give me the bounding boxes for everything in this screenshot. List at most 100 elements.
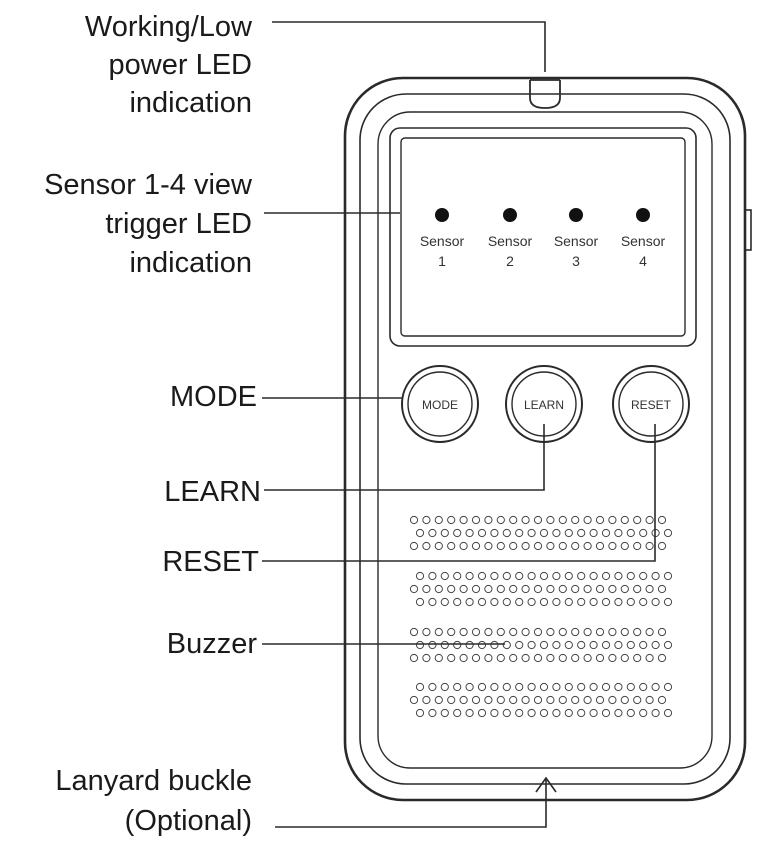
buzzer-hole — [589, 640, 598, 650]
buzzer-hole — [608, 653, 617, 663]
learn-button-label: LEARN — [524, 398, 564, 412]
buzzer-hole — [633, 653, 642, 663]
buzzer-hole — [496, 584, 505, 594]
buzzer-hole — [471, 627, 481, 637]
buzzer-hole — [577, 708, 586, 718]
callout-lanyard-line1: Lanyard buckle — [55, 765, 252, 797]
leader-lanyard — [275, 778, 547, 828]
buzzer-hole — [409, 627, 419, 637]
buzzer-hole — [484, 695, 493, 705]
buzzer-hole — [657, 515, 667, 525]
buzzer-hole — [440, 708, 449, 718]
device-body — [343, 76, 752, 802]
buzzer-hole — [639, 682, 648, 692]
buzzer-hole — [471, 515, 481, 525]
buzzer-hole — [465, 571, 474, 581]
buzzer-hole — [552, 708, 561, 718]
buzzer-hole — [539, 640, 549, 650]
buzzer-hole — [558, 515, 567, 525]
buzzer-hole — [552, 682, 561, 692]
reset-button[interactable]: RESET — [612, 365, 690, 443]
buzzer-hole — [447, 584, 456, 594]
buzzer-hole — [453, 640, 462, 650]
callout-working-led-line3: indication — [129, 87, 252, 119]
buzzer-hole — [645, 653, 654, 663]
buzzer-hole — [657, 584, 667, 594]
buzzer-hole — [453, 708, 462, 718]
buzzer-hole — [459, 584, 468, 594]
buzzer-hole — [620, 653, 629, 663]
buzzer-hole — [477, 640, 487, 650]
buzzer-hole — [521, 584, 530, 594]
buzzer-hole — [558, 584, 567, 594]
buzzer-hole — [471, 541, 481, 551]
buzzer-hole — [663, 708, 673, 718]
buzzer-hole — [527, 682, 536, 692]
leader-lines — [262, 21, 656, 828]
buzzer-hole — [447, 653, 456, 663]
buzzer-hole — [440, 682, 449, 692]
buzzer-hole — [546, 584, 555, 594]
buzzer-hole — [633, 695, 642, 705]
buzzer-hole — [521, 627, 530, 637]
buzzer-hole — [583, 695, 592, 705]
buzzer-hole — [527, 708, 536, 718]
sensor-4-led — [636, 208, 650, 222]
buzzer-hole — [521, 515, 530, 525]
buzzer-hole — [583, 515, 592, 525]
buzzer-hole — [440, 571, 449, 581]
buzzer-hole — [533, 541, 543, 551]
buzzer-hole — [447, 627, 456, 637]
buzzer-hole — [440, 528, 449, 538]
callout-learn: LEARN — [164, 476, 261, 508]
buzzer-hole — [608, 584, 617, 594]
device-inner-shell — [359, 93, 731, 785]
buzzer-hole — [601, 640, 611, 650]
buzzer-hole — [601, 708, 611, 718]
buzzer-hole — [626, 682, 635, 692]
buzzer-hole — [608, 515, 617, 525]
buzzer-hole — [614, 571, 623, 581]
buzzer-hole — [527, 640, 536, 650]
buzzer-hole — [521, 541, 530, 551]
buzzer-hole — [663, 682, 673, 692]
buzzer-hole — [434, 541, 443, 551]
buzzer-hole — [447, 695, 456, 705]
buzzer-hole — [595, 695, 605, 705]
buzzer-hole — [509, 627, 518, 637]
buzzer-hole — [484, 541, 493, 551]
buzzer-hole — [651, 682, 660, 692]
buzzer-hole — [614, 528, 623, 538]
sensor-3-label: Sensor — [554, 233, 599, 249]
buzzer-hole — [614, 708, 623, 718]
mode-button[interactable]: MODE — [401, 365, 479, 443]
buzzer-hole — [496, 541, 505, 551]
buzzer-hole — [663, 571, 673, 581]
buzzer-hole — [509, 584, 518, 594]
buzzer-hole — [453, 682, 462, 692]
buzzer-hole — [539, 682, 549, 692]
buzzer-hole — [620, 627, 629, 637]
sensor-4-number: 4 — [639, 253, 647, 269]
buzzer-hole — [651, 597, 660, 607]
buzzer-hole — [465, 708, 474, 718]
buzzer-hole — [515, 682, 524, 692]
lanyard-arrow-head — [535, 776, 557, 793]
buzzer-hole — [639, 708, 648, 718]
buzzer-hole — [620, 584, 629, 594]
buzzer-hole — [447, 515, 456, 525]
buzzer-hole — [533, 627, 543, 637]
buzzer-hole — [608, 541, 617, 551]
sensor-3-number: 3 — [572, 253, 580, 269]
buzzer-hole — [546, 541, 555, 551]
buzzer-hole — [471, 695, 481, 705]
leader-reset — [262, 424, 656, 562]
buzzer-hole — [626, 640, 635, 650]
buzzer-hole — [422, 653, 431, 663]
buzzer-hole — [509, 653, 518, 663]
buzzer-hole — [453, 528, 462, 538]
buzzer-hole — [539, 528, 549, 538]
buzzer-hole — [657, 627, 667, 637]
buzzer-hole — [502, 597, 511, 607]
buzzer-hole — [459, 627, 468, 637]
